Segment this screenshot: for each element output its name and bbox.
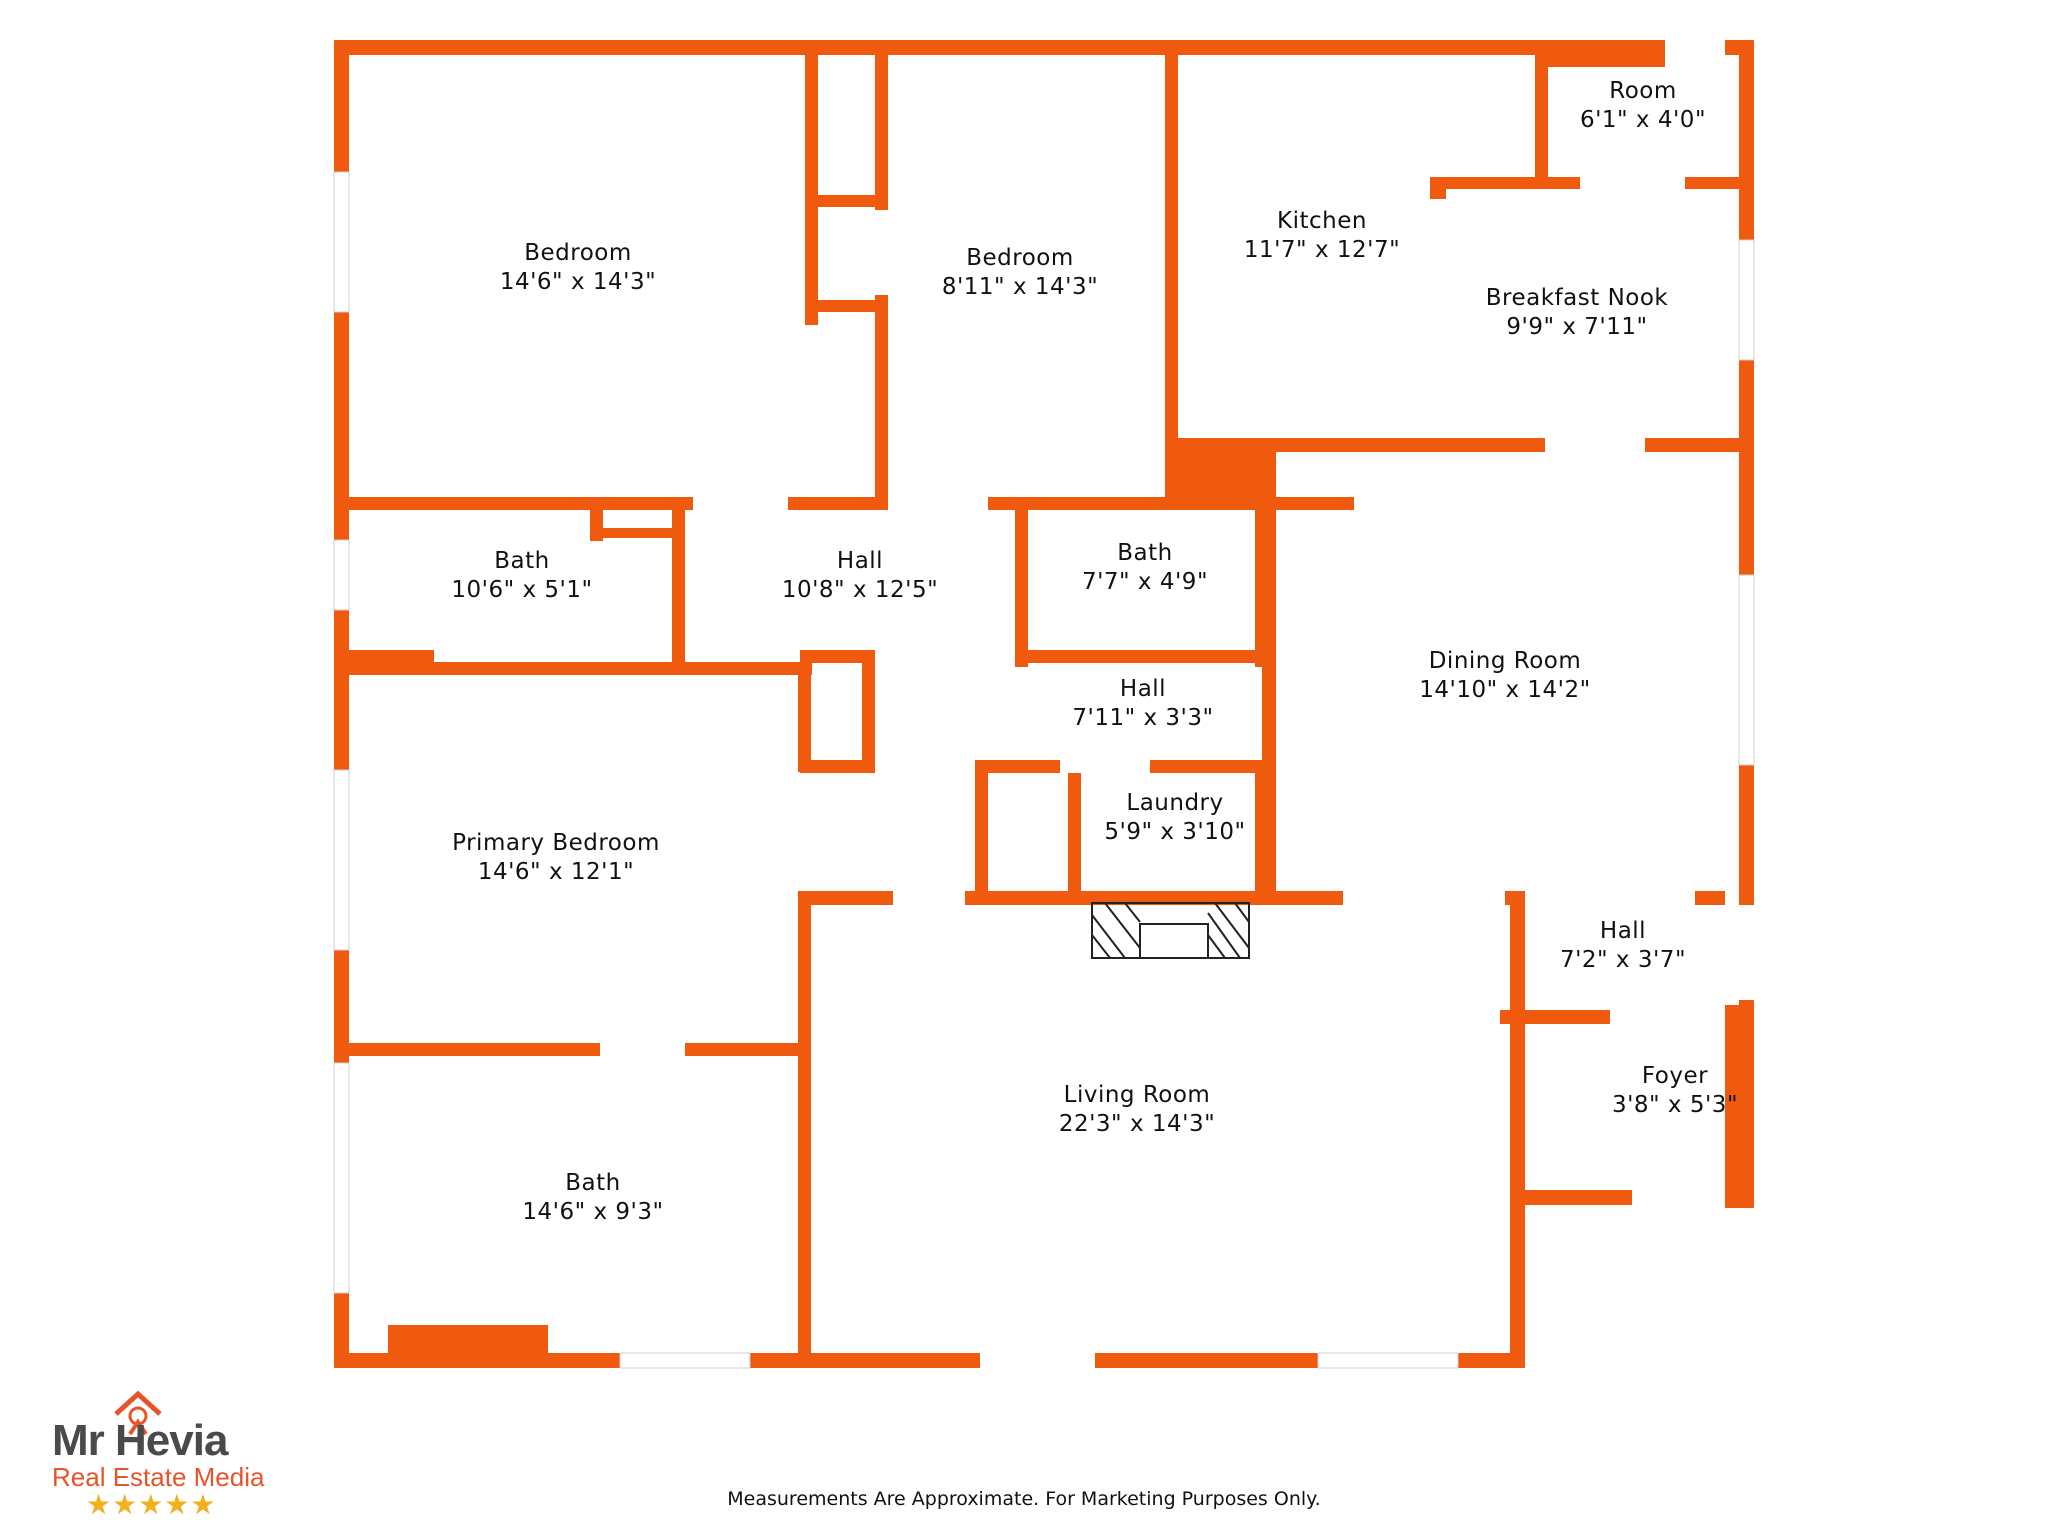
- fireplace: [1091, 902, 1250, 959]
- room-dimensions: 3'8" x 5'3": [1612, 1092, 1738, 1118]
- room-dimensions: 11'7" x 12'7": [1244, 237, 1400, 263]
- windows: [333, 171, 1755, 1369]
- room-dimensions: 7'7" x 4'9": [1082, 569, 1208, 595]
- room-dimensions: 14'6" x 14'3": [500, 269, 656, 295]
- room-name: Dining Room: [1429, 648, 1582, 674]
- room-name: Kitchen: [1277, 208, 1367, 234]
- room-dimensions: 5'9" x 3'10": [1104, 819, 1245, 845]
- room-dimensions: 22'3" x 14'3": [1059, 1111, 1215, 1137]
- house-icon: [114, 1390, 162, 1436]
- room-name: Breakfast Nook: [1486, 285, 1669, 311]
- room-name: Bath: [565, 1170, 620, 1196]
- room-name: Laundry: [1126, 790, 1223, 816]
- room-dimensions: 7'11" x 3'3": [1072, 705, 1213, 731]
- room-dimensions: 9'9" x 7'11": [1506, 314, 1647, 340]
- room-name: Hall: [1120, 676, 1166, 702]
- room-name: Room: [1609, 78, 1677, 104]
- room-dimensions: 6'1" x 4'0": [1580, 107, 1706, 133]
- room-labels: Bedroom 14'6" x 14'3" Bedroom 8'11" x 14'3"…: [451, 78, 1738, 1225]
- room-name: Primary Bedroom: [452, 830, 660, 856]
- room-name: Hall: [837, 548, 883, 574]
- room-dimensions: 7'2" x 3'7": [1560, 947, 1686, 973]
- room-name: Living Room: [1064, 1082, 1211, 1108]
- room-name: Hall: [1600, 918, 1646, 944]
- room-dimensions: 8'11" x 14'3": [942, 274, 1098, 300]
- room-dimensions: 14'10" x 14'2": [1419, 677, 1590, 703]
- room-dimensions: 14'6" x 12'1": [478, 859, 634, 885]
- disclaimer: Measurements Are Approximate. For Market…: [727, 1488, 1321, 1510]
- company-logo: Mr Hevia Real Estate Media ★★★★★: [48, 1390, 288, 1521]
- logo-name: Mr Hevia: [52, 1416, 228, 1465]
- logo-subtitle: Real Estate Media: [52, 1462, 265, 1492]
- room-dimensions: 14'6" x 9'3": [522, 1199, 663, 1225]
- room-name: Bath: [494, 548, 549, 574]
- door-openings: [600, 40, 1754, 1368]
- star-rating-icon: ★★★★★: [86, 1488, 217, 1521]
- room-name: Bedroom: [966, 245, 1074, 271]
- room-name: Foyer: [1642, 1063, 1708, 1089]
- room-name: Bath: [1117, 540, 1172, 566]
- room-name: Bedroom: [524, 240, 632, 266]
- room-dimensions: 10'8" x 12'5": [782, 577, 938, 603]
- room-dimensions: 10'6" x 5'1": [451, 577, 592, 603]
